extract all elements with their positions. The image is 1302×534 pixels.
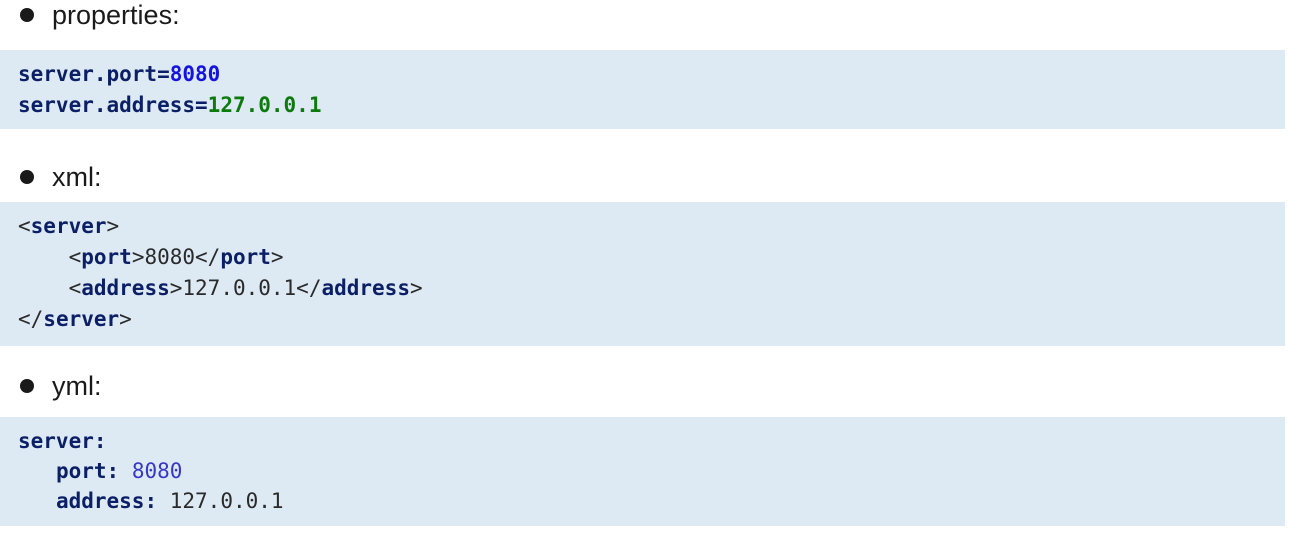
bullet-dot-icon: [20, 170, 34, 184]
xml-bracket: >: [270, 245, 284, 269]
code-line: <server>: [18, 211, 1285, 242]
code-block-xml: <server> <port>8080</port> <address>127.…: [0, 202, 1285, 346]
code-line: server:: [18, 426, 1285, 456]
xml-content: >127.0.0.1</: [169, 276, 322, 300]
section-label-yml: yml:: [52, 370, 102, 401]
yml-colon: :: [144, 489, 158, 513]
yml-key: server: [18, 429, 94, 453]
property-key: server.port: [18, 62, 158, 86]
property-value: 127.0.0.1: [207, 93, 322, 117]
xml-tag: server: [43, 307, 120, 331]
yml-colon: :: [93, 429, 107, 453]
section-label-xml: xml:: [52, 161, 102, 192]
code-block-yml: server: port: 8080 address: 127.0.0.1: [0, 417, 1285, 526]
indent: [18, 276, 69, 300]
yml-key: address: [55, 489, 145, 513]
yml-value: 127.0.0.1: [157, 489, 284, 513]
yml-value: 8080: [119, 459, 183, 483]
indent: [18, 245, 69, 269]
yml-key: port: [55, 459, 107, 483]
xml-bracket: >: [106, 214, 120, 238]
bullet-xml: xml:: [0, 157, 1302, 197]
xml-content: >8080</: [131, 245, 221, 269]
bullet-dot-icon: [20, 379, 34, 393]
xml-bracket: <: [18, 214, 31, 238]
xml-bracket: <: [68, 245, 82, 269]
xml-tag: port: [220, 245, 271, 269]
yml-colon: :: [106, 459, 120, 483]
section-label-properties: properties:: [52, 0, 180, 30]
code-line: address: 127.0.0.1: [18, 486, 1285, 516]
xml-bracket: >: [409, 276, 423, 300]
xml-tag: address: [81, 276, 170, 300]
code-line: port: 8080: [18, 456, 1285, 486]
property-separator: =: [157, 62, 170, 86]
code-line: <port>8080</port>: [18, 242, 1285, 273]
indent: [18, 489, 56, 513]
indent: [18, 459, 56, 483]
property-key: server.address: [18, 93, 196, 117]
xml-tag: server: [30, 214, 107, 238]
xml-bracket: >: [119, 307, 132, 331]
bullet-dot-icon: [20, 8, 34, 22]
bullet-properties: properties:: [0, 0, 1302, 35]
code-block-properties: server.port=8080 server.address=127.0.0.…: [0, 50, 1285, 129]
xml-bracket: <: [68, 276, 82, 300]
code-line: server.port=8080: [18, 59, 1285, 90]
code-line: server.address=127.0.0.1: [18, 90, 1285, 121]
code-line: </server>: [18, 304, 1285, 335]
xml-tag: address: [321, 276, 410, 300]
bullet-yml: yml:: [0, 366, 1302, 406]
code-line: <address>127.0.0.1</address>: [18, 273, 1285, 304]
property-value: 8080: [169, 62, 221, 86]
xml-tag: port: [81, 245, 132, 269]
property-separator: =: [195, 93, 208, 117]
xml-bracket: </: [18, 307, 44, 331]
